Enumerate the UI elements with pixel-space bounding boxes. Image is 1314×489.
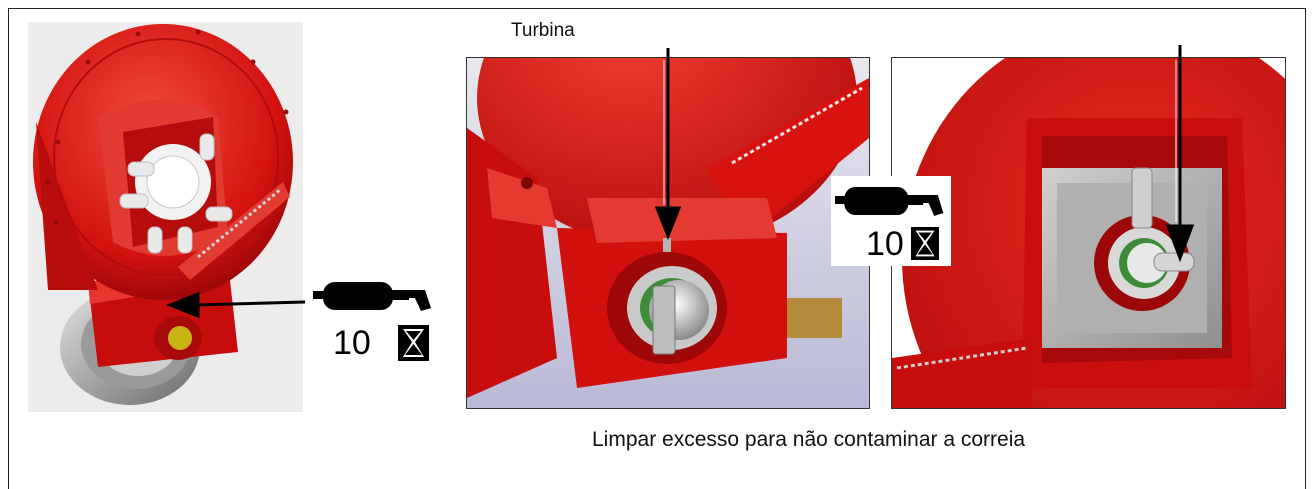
grease-gun-icon (313, 282, 431, 311)
lubrication-interval-right: 10 (866, 225, 904, 263)
lubrication-interval-left: 10 (333, 324, 371, 362)
turbina-label: Turbina (511, 20, 575, 41)
hourglass-icon (911, 227, 939, 260)
figure-frame (8, 8, 1306, 489)
hourglass-icon (398, 325, 429, 361)
grease-gun-icon (835, 187, 944, 216)
seed-meter-photo (28, 22, 303, 412)
disc-bearing-photo (891, 57, 1286, 409)
cleaning-note: Limpar excesso para não contaminar a cor… (592, 428, 1026, 451)
turbine-bearing-photo (466, 57, 870, 409)
